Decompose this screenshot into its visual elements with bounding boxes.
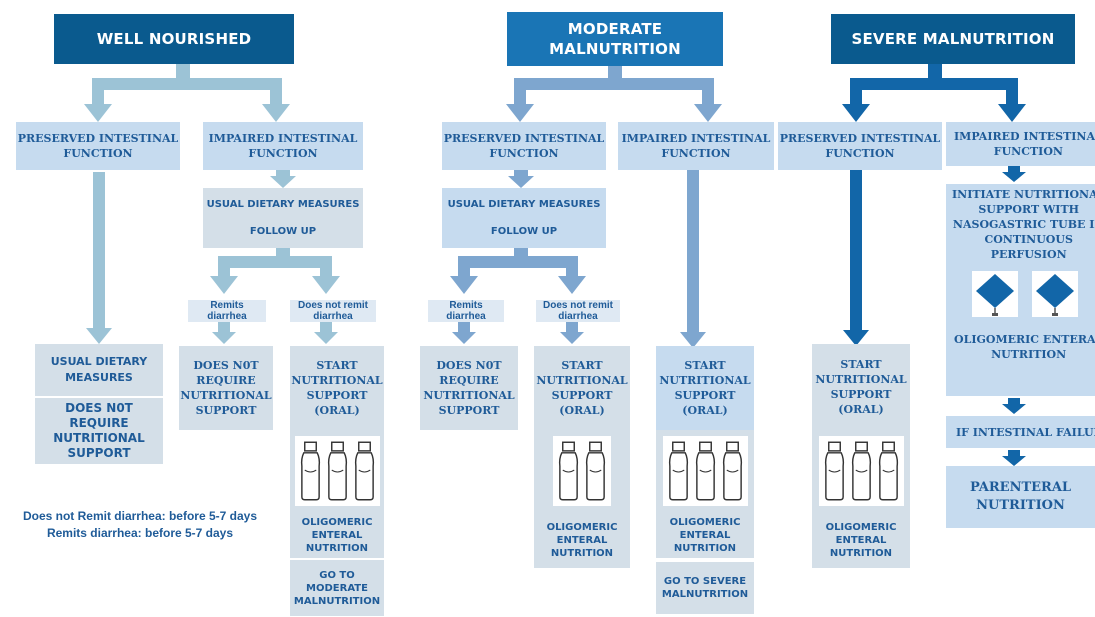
well-remits-label: Remits diarrhea xyxy=(188,300,266,322)
tube-feeding-image xyxy=(1032,271,1078,317)
bottles-image xyxy=(818,436,904,506)
legend-line-2: Remits diarrhea: before 5-7 days xyxy=(46,526,234,540)
moderate-bottles-panel-a xyxy=(534,430,630,512)
moderate-does-not-require: DOES N0T REQUIRE NUTRITIONAL SUPPORT xyxy=(420,346,518,430)
well-does-not-require-small: DOES N0T REQUIRE NUTRITIONAL SUPPORT xyxy=(179,346,273,430)
well-not-remit-label: Does not remit diarrhea xyxy=(290,300,376,322)
bottles-image xyxy=(662,436,748,506)
bottle-icon xyxy=(722,441,742,501)
moderate-usual-dietary-box: USUAL DIETARY MEASURES FOLLOW UP xyxy=(442,188,606,248)
well-bottles-panel xyxy=(290,430,384,512)
moderate-oligomeric-a: OLIGOMERIC ENTERAL NUTRITION xyxy=(534,512,630,568)
tube-feeding-image xyxy=(972,271,1018,317)
severe-preserved-function: PRESERVED INTESTINAL FUNCTION xyxy=(778,122,942,170)
bottles-image xyxy=(294,436,380,506)
moderate-not-remit-label: Does not remit diarrhea xyxy=(536,300,620,322)
moderate-bottles-panel-b xyxy=(656,430,754,512)
severe-oligomeric: OLIGOMERIC ENTERAL NUTRITION xyxy=(812,512,910,568)
well-does-not-require-left: DOES N0T REQUIRE NUTRITIONAL SUPPORT xyxy=(35,398,163,464)
severe-bottles-panel xyxy=(812,430,910,512)
bottle-icon xyxy=(585,441,606,501)
bottle-icon xyxy=(327,441,347,501)
bottle-icon xyxy=(668,441,688,501)
bottle-icon xyxy=(851,441,871,501)
moderate-impaired-function: IMPAIRED INTESTINAL FUNCTION xyxy=(618,122,774,170)
bottle-icon xyxy=(300,441,320,501)
enteral-bag-icon xyxy=(1036,274,1074,316)
bottle-icon xyxy=(878,441,898,501)
moderate-start-support-b: START NUTRITIONAL SUPPORT (ORAL) xyxy=(656,346,754,430)
severe-start-support: START NUTRITIONAL SUPPORT (ORAL) xyxy=(812,344,910,430)
bottle-icon xyxy=(695,441,715,501)
moderate-oligomeric-b: OLIGOMERIC ENTERAL NUTRITION xyxy=(656,512,754,558)
severe-initiate-support: INITIATE NUTRITIONAL SUPPORT WITH NASOGA… xyxy=(946,184,1095,264)
legend-line-1: Does not Remit diarrhea: before 5-7 days xyxy=(22,509,258,523)
legend-text: Does not Remit diarrhea: before 5-7 days… xyxy=(8,508,272,542)
well-preserved-function: PRESERVED INTESTINAL FUNCTION xyxy=(16,122,180,170)
header-well-nourished: WELL NOURISHED xyxy=(54,14,294,64)
bottle-icon xyxy=(558,441,579,501)
severe-impaired-function: IMPAIRED INTESTINAL FUNCTION xyxy=(946,122,1095,166)
severe-if-intestinal-failure: IF INTESTINAL FAILURE xyxy=(946,416,1095,448)
severe-tube-panel xyxy=(946,264,1095,324)
moderate-start-support-a: START NUTRITIONAL SUPPORT (ORAL) xyxy=(534,346,630,430)
bottle-icon xyxy=(824,441,844,501)
moderate-remits-label: Remits diarrhea xyxy=(428,300,504,322)
header-severe-malnutrition: SEVERE MALNUTRITION xyxy=(831,14,1075,64)
severe-oligomeric-enteral: OLIGOMERIC ENTERAL NUTRITION xyxy=(946,324,1095,396)
well-impaired-function: IMPAIRED INTESTINAL FUNCTION xyxy=(203,122,363,170)
well-usual-dietary-left: USUAL DIETARY MEASURES xyxy=(35,344,163,396)
bottles-image xyxy=(553,436,611,506)
enteral-bag-icon xyxy=(976,274,1014,316)
header-moderate-malnutrition: MODERATE MALNUTRITION xyxy=(507,12,723,66)
severe-parenteral-nutrition: PARENTERAL NUTRITION xyxy=(946,466,1095,528)
well-oligomeric: OLIGOMERIC ENTERAL NUTRITION xyxy=(290,512,384,558)
well-go-to-moderate: GO TO MODERATE MALNUTRITION xyxy=(290,560,384,616)
moderate-go-to-severe: GO TO SEVERE MALNUTRITION xyxy=(656,562,754,614)
moderate-preserved-function: PRESERVED INTESTINAL FUNCTION xyxy=(442,122,606,170)
well-start-support: START NUTRITIONAL SUPPORT (ORAL) xyxy=(290,346,384,430)
bottle-icon xyxy=(354,441,374,501)
well-usual-dietary-box: USUAL DIETARY MEASURES FOLLOW UP xyxy=(203,188,363,248)
